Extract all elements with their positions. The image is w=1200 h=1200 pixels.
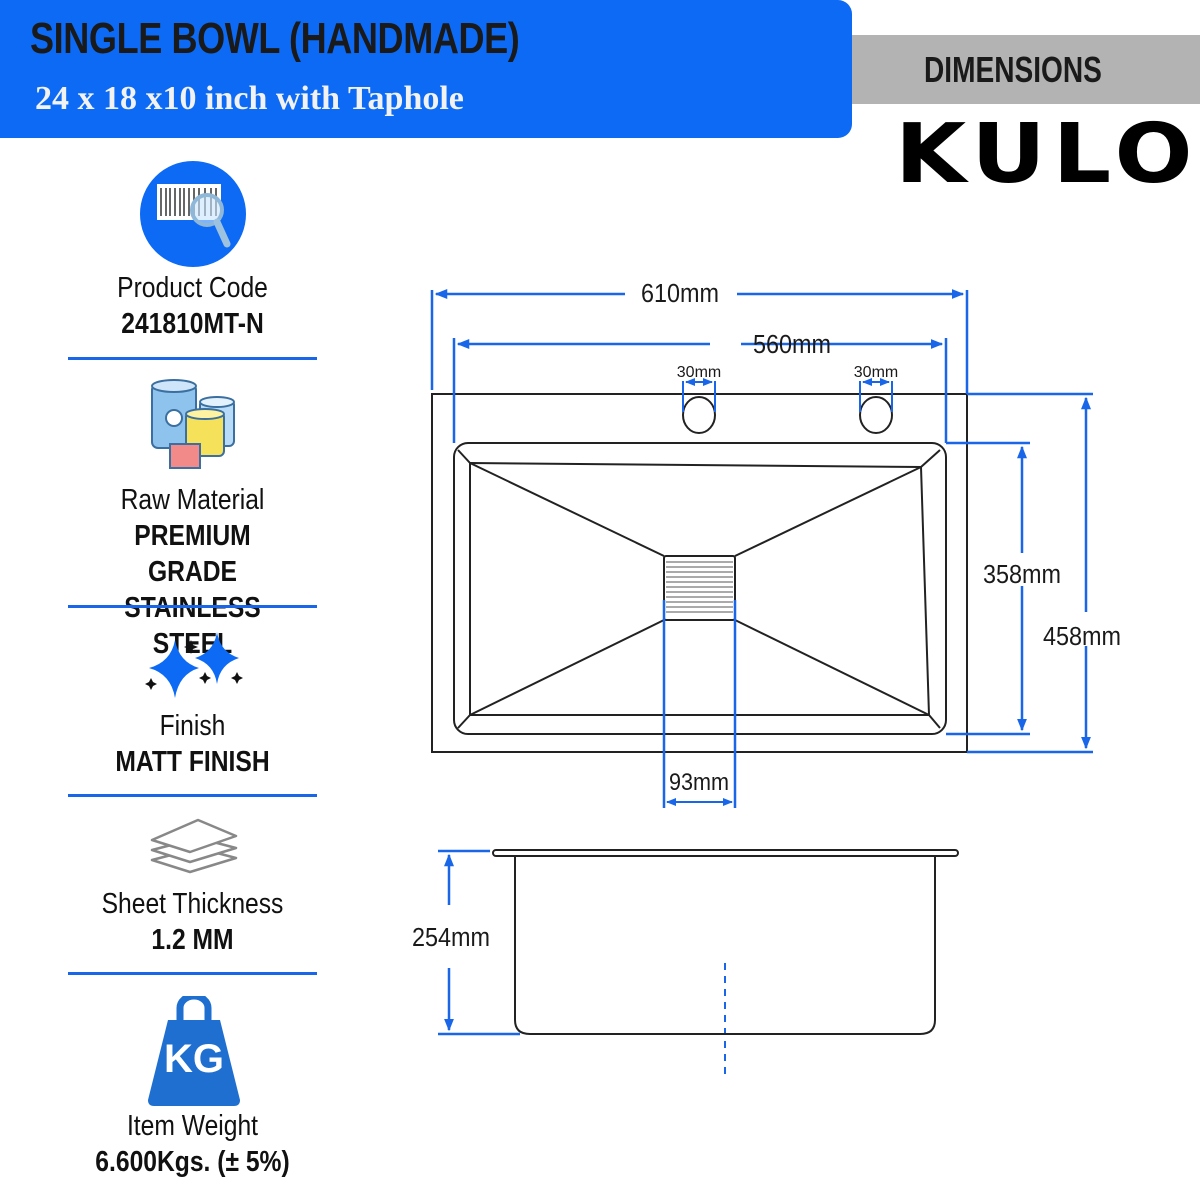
dimensions-bar: DIMENSIONS	[852, 35, 1200, 104]
spec-sheet-thickness: Sheet Thickness 1.2 MM	[68, 886, 317, 958]
barcode-search-icon	[139, 160, 247, 273]
spec-item-weight: Item Weight 6.600Kgs. (± 5%)	[68, 1108, 317, 1180]
divider	[68, 972, 317, 975]
sparkle-icon	[143, 632, 245, 707]
spec-finish: Finish MATT FINISH	[68, 708, 317, 780]
spec-value: MATT FINISH	[115, 746, 270, 778]
weight-icon-text: KG	[164, 1037, 224, 1081]
bowl-width-label: 560mm	[753, 331, 831, 359]
depth-label: 254mm	[412, 924, 490, 952]
drain-grate	[663, 555, 736, 621]
drain-width-label: 93mm	[669, 768, 729, 795]
spec-label: Finish	[159, 710, 226, 742]
divider	[68, 357, 317, 360]
overall-length-label: 458mm	[1043, 623, 1121, 651]
raw-material-icon	[150, 378, 240, 475]
spec-product-code: Product Code 241810MT-N	[68, 270, 317, 342]
header-banner: SINGLE BOWL (HANDMADE) 24 x 18 x10 inch …	[0, 0, 852, 138]
taphole	[859, 396, 893, 434]
spec-label: Product Code	[117, 272, 268, 304]
top-view	[431, 393, 968, 753]
divider	[68, 794, 317, 797]
spec-value: 6.600Kgs. (± 5%)	[95, 1146, 290, 1178]
spec-value: 241810MT-N	[121, 308, 264, 340]
spec-label: Raw Material	[120, 484, 265, 516]
dimensions-label: DIMENSIONS	[924, 49, 1102, 90]
spec-label: Sheet Thickness	[101, 888, 284, 920]
weight-icon: KG	[146, 992, 242, 1113]
layers-icon	[148, 818, 240, 887]
overall-width-label: 610mm	[641, 280, 719, 308]
spec-value: PREMIUM GRADE	[134, 520, 251, 588]
spec-value: 1.2 MM	[151, 924, 234, 956]
brand-logo: KULO	[895, 112, 1193, 198]
divider	[68, 605, 317, 608]
spec-label: Item Weight	[126, 1110, 259, 1142]
taphole	[682, 396, 716, 434]
product-subtitle: 24 x 18 x10 inch with Taphole	[35, 80, 464, 117]
product-title: SINGLE BOWL (HANDMADE)	[30, 14, 520, 63]
taphole-1-label: 30mm	[677, 364, 721, 381]
side-view	[492, 849, 959, 1035]
spec-raw-material: Raw Material PREMIUM GRADE STAINLESS STE…	[68, 482, 317, 662]
brand-name: KULO	[895, 107, 1200, 202]
bowl-length-label: 358mm	[983, 561, 1061, 589]
taphole-2-label: 30mm	[854, 364, 898, 381]
